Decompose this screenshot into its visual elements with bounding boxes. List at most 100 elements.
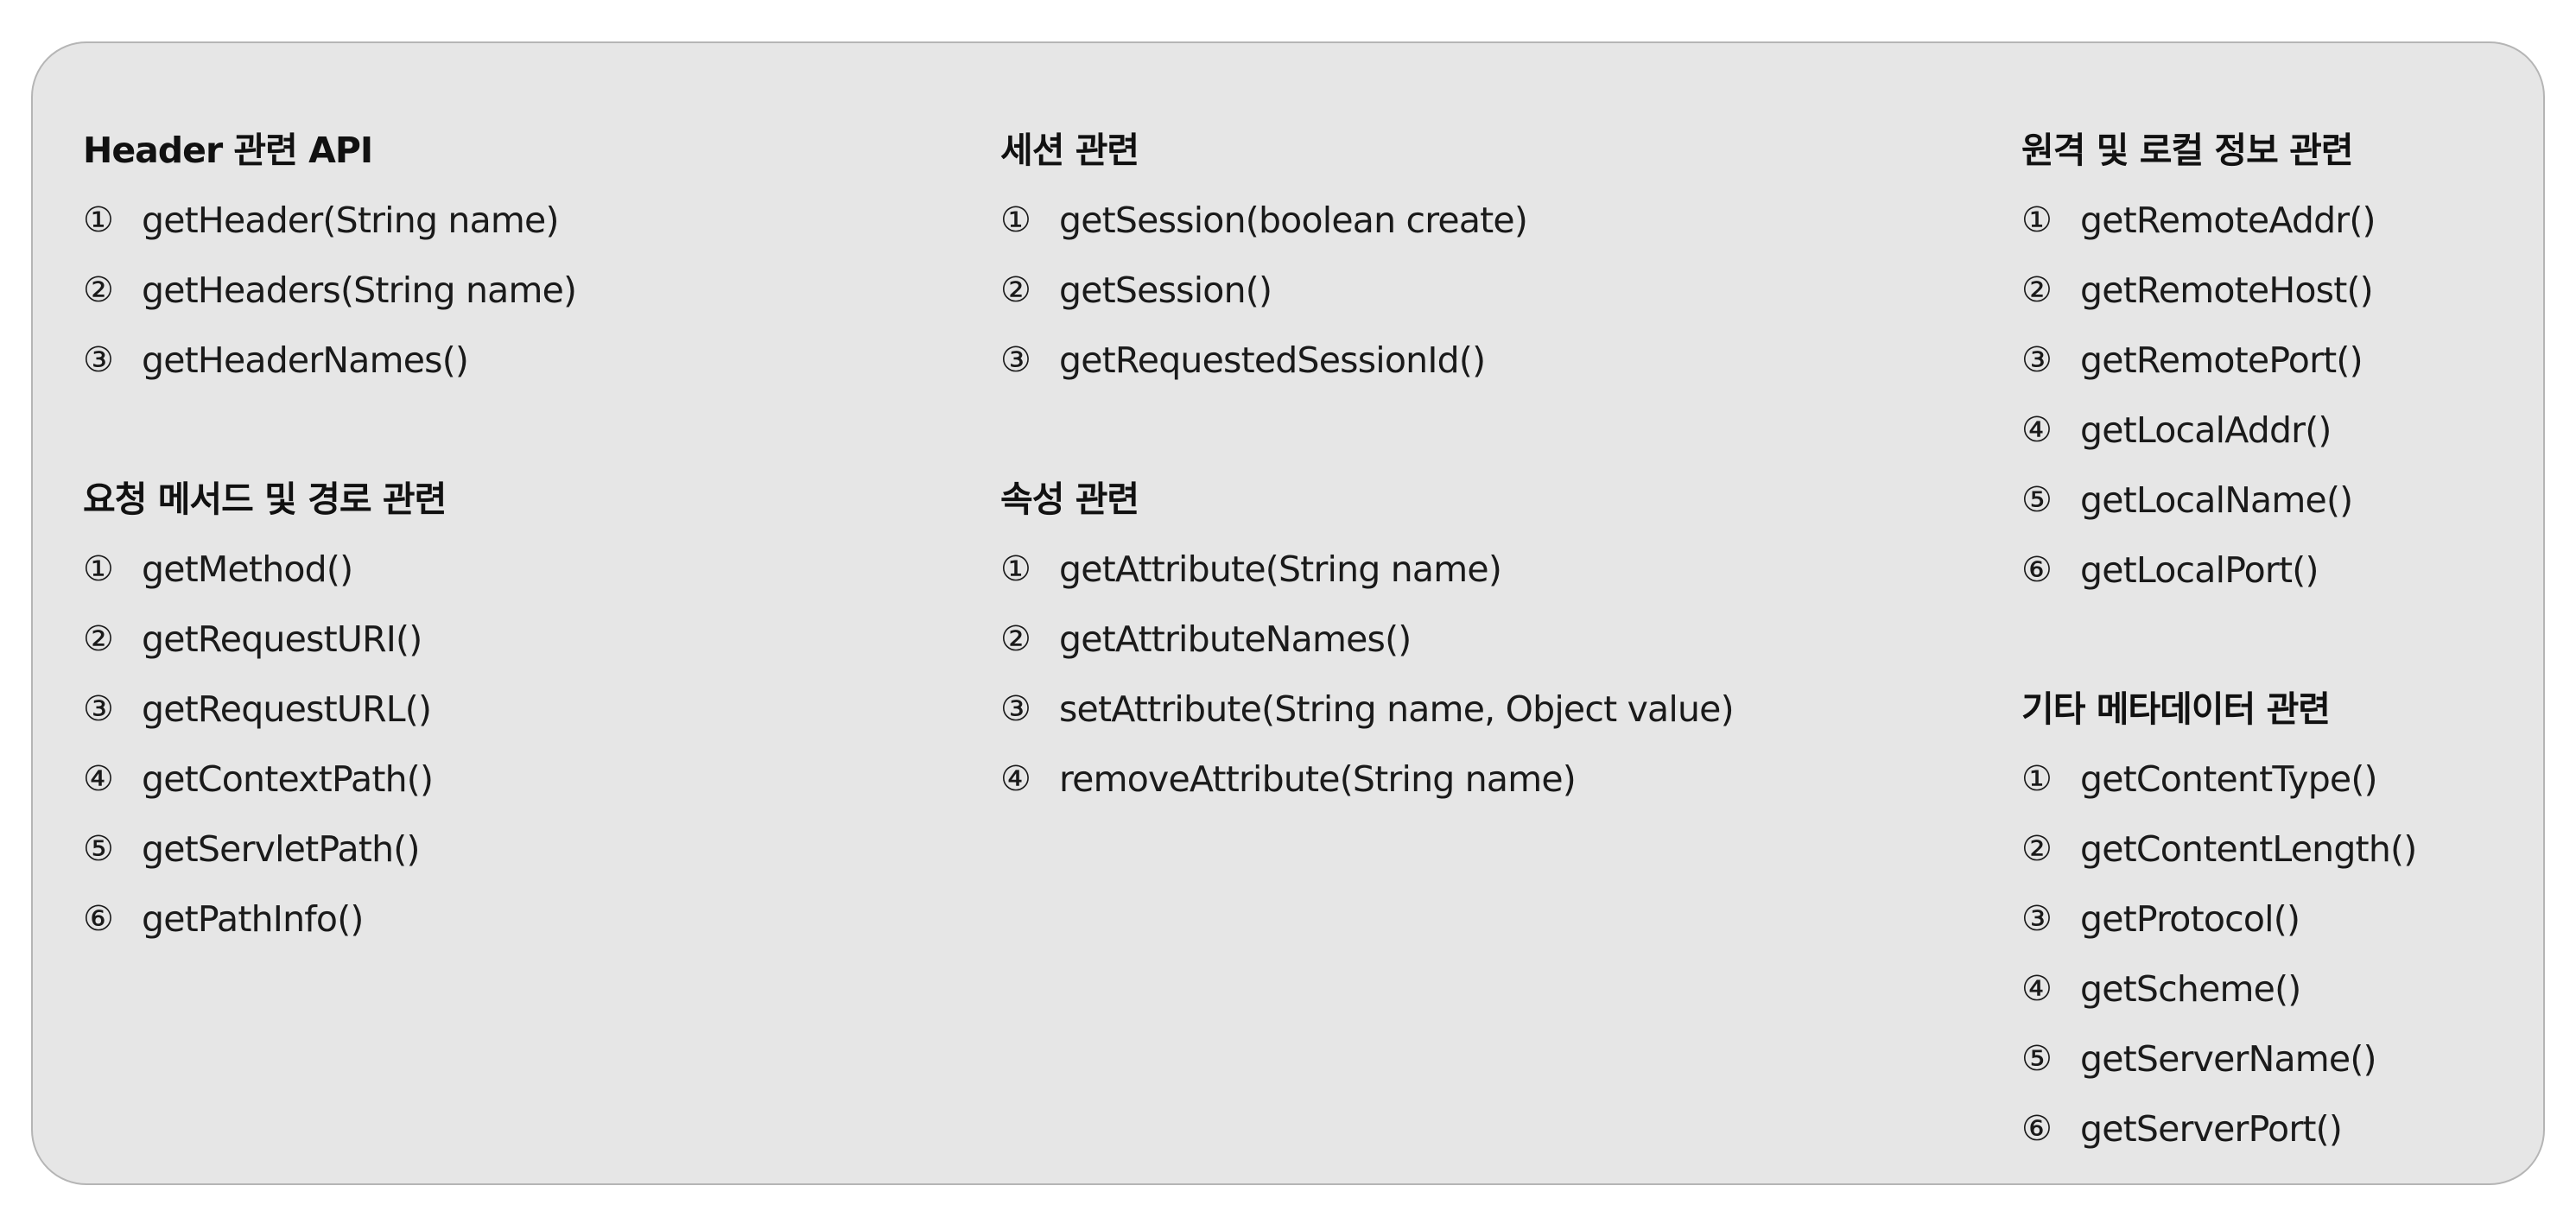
item-number: ⑥ (83, 899, 114, 939)
method-name: getAttribute(String name) (1059, 548, 1502, 590)
method-name: getLocalPort() (2080, 549, 2319, 591)
method-name: getPathInfo() (142, 898, 364, 940)
method-name: getContentType() (2080, 758, 2378, 800)
method-name: getContentLength() (2080, 828, 2417, 870)
item-number: ② (83, 270, 114, 310)
list-item: ① getMethod() (83, 535, 576, 605)
list-item: ⑤ getServerName() (2021, 1024, 2416, 1094)
method-name: getLocalName() (2080, 479, 2353, 521)
column-middle: 세션 관련 ① getSession(boolean create) ② getSe… (1000, 116, 1735, 815)
list-item: ⑤ getServletPath() (83, 815, 576, 884)
section-title: 기타 메타데이터 관련 (2021, 688, 2331, 730)
item-number: ③ (1000, 689, 1031, 729)
method-name: getHeaders(String name) (142, 269, 577, 311)
section-remote-local-info: 원격 및 로컬 정보 관련 ① getRemoteAddr() ② getRemot… (2021, 116, 2416, 605)
method-name: getAttributeNames() (1059, 618, 1412, 660)
method-name: setAttribute(String name, Object value) (1059, 688, 1735, 730)
section-session: 세션 관련 ① getSession(boolean create) ② getSe… (1000, 116, 1734, 396)
list-item: ① getRemoteAddr() (2021, 186, 2416, 256)
section-request-method-path: 요청 메서드 및 경로 관련 ① getMethod() ② getRequestU… (83, 465, 576, 954)
section-title: 원격 및 로컬 정보 관련 (2021, 130, 2354, 171)
item-number: ③ (83, 340, 114, 380)
method-name: getScheme() (2080, 968, 2301, 1010)
list-item: ② getHeaders(String name) (83, 256, 577, 326)
section-attribute: 속성 관련 ① getAttribute(String name) ② getAtt… (1000, 465, 1735, 815)
method-name: getRequestedSessionId() (1059, 339, 1486, 381)
list-item: ③ getRequestedSessionId() (1000, 326, 1734, 396)
method-name: getHeaderNames() (142, 339, 469, 381)
list-item: ② getRemoteHost() (2021, 256, 2416, 326)
method-name: getServerName() (2080, 1038, 2377, 1080)
item-number: ⑥ (2021, 1109, 2053, 1149)
method-name: removeAttribute(String name) (1059, 758, 1577, 800)
item-number: ③ (1000, 340, 1031, 380)
method-name: getRequestURL() (142, 688, 432, 730)
section-title: 속성 관련 (1000, 479, 1139, 520)
list-item: ② getRequestURI() (83, 605, 576, 675)
list-item: ④ getContextPath() (83, 745, 576, 815)
item-number: ② (1000, 619, 1031, 659)
section-title: Header 관련 API (83, 130, 373, 171)
list-item: ④ removeAttribute(String name) (1000, 745, 1734, 815)
method-name: getServerPort() (2080, 1108, 2343, 1150)
method-name: getServletPath() (142, 828, 420, 870)
list-item: ⑥ getPathInfo() (83, 884, 576, 954)
method-name: getMethod() (142, 548, 353, 590)
item-number: ⑤ (2021, 1039, 2053, 1079)
item-number: ④ (83, 759, 114, 799)
method-name: getRemotePort() (2080, 339, 2363, 381)
item-number: ① (1000, 549, 1031, 589)
section-title: 요청 메서드 및 경로 관련 (83, 479, 447, 520)
method-name: getSession() (1059, 269, 1272, 311)
list-item: ② getSession() (1000, 256, 1734, 326)
list-item: ⑤ getLocalName() (2021, 466, 2416, 536)
list-item: ① getSession(boolean create) (1000, 186, 1734, 256)
method-name: getRequestURI() (142, 618, 422, 660)
item-number: ③ (2021, 899, 2053, 939)
item-number: ⑤ (83, 829, 114, 869)
list-item: ② getContentLength() (2021, 815, 2417, 884)
method-name: getContextPath() (142, 758, 434, 800)
list-item: ⑥ getServerPort() (2021, 1094, 2416, 1164)
list-item: ① getContentType() (2021, 745, 2416, 815)
list-item: ④ getScheme() (2021, 954, 2416, 1024)
item-number: ② (2021, 270, 2053, 310)
list-item: ④ getLocalAddr() (2021, 396, 2416, 466)
list-item: ② getAttributeNames() (1000, 605, 1734, 675)
method-name: getProtocol() (2080, 898, 2300, 940)
item-number: ① (2021, 200, 2053, 240)
item-number: ① (2021, 759, 2053, 799)
item-number: ② (1000, 270, 1031, 310)
method-name: getHeader(String name) (142, 200, 559, 241)
item-number: ① (83, 549, 114, 589)
item-number: ① (1000, 200, 1031, 240)
section-other-metadata: 기타 메타데이터 관련 ① getContentType() ② getConten… (2021, 675, 2417, 1164)
list-item: ③ getRequestURL() (83, 675, 576, 745)
section-title: 세션 관련 (1000, 130, 1139, 171)
item-number: ⑥ (2021, 550, 2053, 590)
item-number: ⑤ (2021, 480, 2053, 520)
list-item: ③ setAttribute(String name, Object value) (1000, 675, 1735, 745)
method-name: getLocalAddr() (2080, 409, 2332, 451)
list-item: ① getHeader(String name) (83, 186, 576, 256)
item-number: ② (2021, 829, 2053, 869)
list-item: ③ getProtocol() (2021, 884, 2416, 954)
item-number: ④ (2021, 410, 2053, 450)
method-name: getRemoteAddr() (2080, 200, 2376, 241)
item-number: ④ (2021, 969, 2053, 1009)
list-item: ③ getHeaderNames() (83, 326, 576, 396)
item-number: ③ (2021, 340, 2053, 380)
list-item: ③ getRemotePort() (2021, 326, 2416, 396)
item-number: ① (83, 200, 114, 240)
item-number: ④ (1000, 759, 1031, 799)
method-name: getRemoteHost() (2080, 269, 2374, 311)
list-item: ① getAttribute(String name) (1000, 535, 1734, 605)
method-name: getSession(boolean create) (1059, 200, 1528, 241)
list-item: ⑥ getLocalPort() (2021, 536, 2416, 605)
column-right: 원격 및 로컬 정보 관련 ① getRemoteAddr() ② getRemot… (2021, 116, 2417, 1164)
item-number: ③ (83, 689, 114, 729)
item-number: ② (83, 619, 114, 659)
